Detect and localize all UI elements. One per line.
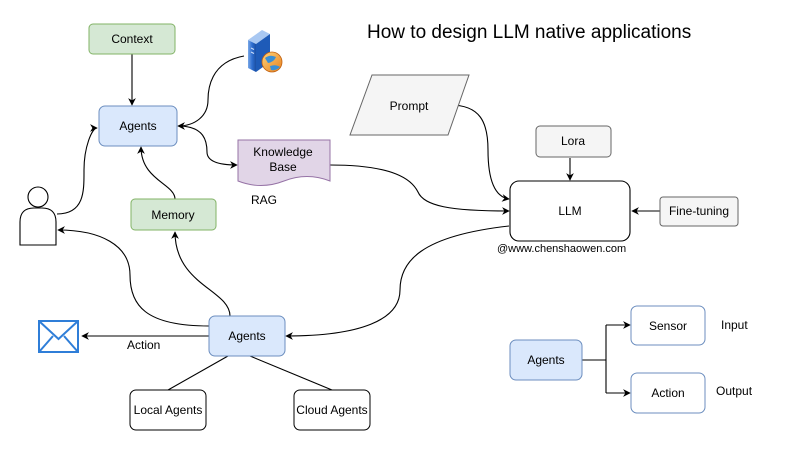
envelope-icon — [38, 320, 79, 353]
legend-sensor-node: Sensor — [630, 305, 706, 346]
memory-label: Memory — [151, 208, 194, 222]
edge-prompt-to-llm — [449, 104, 510, 202]
legend-input-label: Input — [721, 318, 748, 332]
server-globe-icon — [248, 30, 283, 73]
cloud-agents-label: Cloud Agents — [296, 403, 367, 417]
edge-server-to-agents — [177, 55, 245, 130]
legend-output-label: Output — [716, 384, 753, 398]
prompt-node: Prompt — [349, 74, 470, 136]
edge-agents-to-memory — [171, 231, 231, 317]
fine-tuning-label: Fine-tuning — [669, 204, 729, 218]
knowledge-base-node: Knowledge Base — [237, 139, 331, 186]
llm-label: LLM — [558, 204, 581, 218]
edge-agents-to-user — [57, 226, 210, 327]
edge-agents-to-local-agents — [167, 355, 229, 391]
edge-legend-agents-branch — [582, 325, 607, 393]
local-agents-label: Local Agents — [134, 403, 203, 417]
edge-user-to-agents — [56, 124, 98, 215]
agents-center-node: Agents — [208, 315, 286, 357]
legend-sensor-label: Sensor — [649, 319, 687, 333]
agents-top-node: Agents — [98, 105, 178, 147]
context-label: Context — [111, 32, 153, 46]
edge-agents-to-knowledge-base — [177, 125, 238, 169]
knowledge-base-label-line2: Base — [269, 160, 297, 174]
legend-action-label: Action — [651, 386, 684, 400]
memory-node: Memory — [130, 198, 217, 231]
rag-label: RAG — [251, 193, 277, 207]
lora-label: Lora — [561, 134, 585, 148]
prompt-label: Prompt — [390, 99, 429, 113]
fine-tuning-node: Fine-tuning — [659, 196, 739, 227]
legend-agents-node: Agents — [509, 339, 583, 381]
knowledge-base-label-line1: Knowledge — [253, 145, 313, 159]
edge-agents-to-cloud-agents — [249, 355, 333, 391]
lora-node: Lora — [535, 125, 612, 158]
llm-node: LLM — [509, 180, 631, 242]
action-edge-label: Action — [127, 338, 160, 352]
agents-top-label: Agents — [119, 119, 156, 133]
edge-llm-to-agents — [285, 225, 510, 340]
diagram-title: How to design LLM native applications — [367, 22, 691, 43]
legend-agents-label: Agents — [527, 353, 564, 367]
legend-action-node: Action — [630, 372, 706, 414]
cloud-agents-node: Cloud Agents — [293, 389, 371, 431]
context-node: Context — [88, 23, 176, 55]
agents-center-label: Agents — [228, 329, 265, 343]
user-icon — [19, 186, 57, 246]
edge-memory-to-agents — [137, 146, 176, 200]
edge-knowledge-base-to-llm — [329, 164, 510, 215]
watermark: @www.chenshaowen.com — [497, 243, 626, 255]
local-agents-node: Local Agents — [129, 389, 207, 431]
